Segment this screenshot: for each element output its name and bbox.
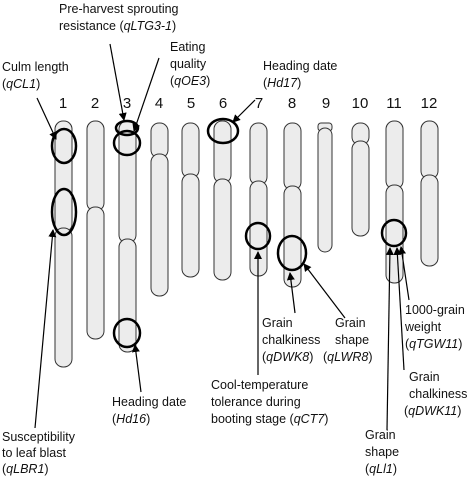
qlwr8-arrow [303,263,346,319]
ql11-arrow [385,247,394,431]
chromosome-number-3: 3 [123,95,131,112]
svg-text:Eating: Eating [170,40,205,54]
svg-text:Grain: Grain [335,316,366,330]
chromosome-number-9: 9 [322,95,330,112]
chromosome-number-8: 8 [288,95,296,112]
label-grain-chalkiness-8: Grain chalkiness (qDWK8) [262,316,320,364]
svg-text:Susceptibility: Susceptibility [2,430,76,444]
svg-text:booting stage (qCT7): booting stage (qCT7) [211,412,328,426]
qdwk8-arrow [286,272,296,314]
label-grain-shape-8: Grain shape (qLWR8) [323,316,373,364]
svg-text:shape: shape [335,333,369,347]
svg-text:Heading date: Heading date [112,395,186,409]
chromosome-5 [181,122,200,278]
qoe3-locus-oval [112,129,142,157]
label-heading-date-hd16: Heading date (Hd16) [112,395,186,426]
label-cool-temperature: Cool-temperature tolerance during bootin… [211,378,328,426]
svg-text:(qDWK11): (qDWK11) [404,404,461,418]
svg-text:shape: shape [365,445,399,459]
qdwk11-arrow [393,247,405,371]
chromosome-11 [385,120,404,284]
chromosome-number-1: 1 [59,95,67,112]
svg-text:(Hd16): (Hd16) [112,412,150,426]
chromosome-12 [420,120,439,267]
chromosome-number-7: 7 [255,95,263,112]
chromosome-4 [150,122,169,297]
label-leaf-blast: Susceptibility to leaf blast (qLBR1) [2,430,76,476]
annotation-arrows [34,43,410,431]
qltg3-1-arrow [109,43,127,121]
label-pre-harvest-sprouting: Pre-harvest sprouting resistance (qLTG3-… [59,2,179,33]
chromosome-number-2: 2 [91,95,99,112]
svg-text:chalkiness: chalkiness [262,333,320,347]
svg-text:(Hd17): (Hd17) [263,76,301,90]
svg-text:(qTGW11): (qTGW11) [405,337,462,351]
svg-text:(qLWR8): (qLWR8) [323,350,373,364]
qct7-locus-oval [244,221,272,251]
chromosome-2 [86,120,105,340]
label-grain-shape-11: Grain shape (qLl1) [365,428,399,476]
label-grain-chalkiness-11: Grain chalkiness (qDWK11) [404,370,467,418]
chromosome-8 [283,122,302,288]
chromosome-number-10: 10 [352,95,369,112]
chromosome-10 [351,122,370,237]
chromosome-number-11: 11 [386,95,402,112]
svg-text:Cool-temperature: Cool-temperature [211,378,308,392]
label-eating-quality: Eating quality (qOE3) [170,40,210,88]
svg-text:(qLl1): (qLl1) [365,462,397,476]
chromosome-number-5: 5 [187,95,195,112]
svg-text:(qOE3): (qOE3) [170,74,210,88]
svg-text:chalkiness: chalkiness [409,387,467,401]
svg-text:Grain: Grain [409,370,440,384]
svg-text:Culm length: Culm length [2,60,69,74]
chromosome-1 [54,120,73,368]
svg-text:(qLBR1): (qLBR1) [2,462,49,476]
qlbr1-arrow [34,229,57,429]
chr11-locus-oval [380,218,408,248]
svg-text:tolerance during: tolerance during [211,395,301,409]
chromosome-3 [118,120,137,353]
chromosome-number-4: 4 [155,95,163,112]
label-1000-grain-weight: 1000-grain weight (qTGW11) [404,303,465,351]
chromosome-9 [317,122,333,253]
hd17-locus-oval [206,117,240,145]
svg-text:Heading date: Heading date [263,59,337,73]
chromosome-6 [213,120,232,281]
svg-text:Grain: Grain [262,316,293,330]
svg-text:1000-grain: 1000-grain [405,303,465,317]
chromosome-number-row: 1 2 3 4 5 6 7 8 9 10 11 12 [59,95,438,112]
svg-text:to leaf blast: to leaf blast [2,446,66,460]
qlbr1-locus-oval [50,187,78,237]
qcl1-locus-oval [50,127,78,165]
qcl1-arrow [36,97,57,140]
hd16-arrow [131,344,142,393]
qoe3-arrow [132,57,160,132]
qdwk8-qlwr8-locus-oval [276,234,308,272]
qtgw11-arrow [398,246,410,301]
svg-text:quality: quality [170,57,207,71]
hd17-arrow [232,99,256,123]
label-culm-length: Culm length (qCL1) [2,60,69,91]
label-heading-date-hd17: Heading date (Hd17) [263,59,337,90]
svg-text:weight: weight [404,320,442,334]
svg-text:(qDWK8): (qDWK8) [262,350,313,364]
hd16-locus-oval [112,317,142,349]
svg-text:Grain: Grain [365,428,396,442]
svg-text:(qCL1): (qCL1) [2,77,40,91]
chromosome-number-6: 6 [219,95,227,112]
svg-text:resistance (qLTG3-1): resistance (qLTG3-1) [59,19,176,33]
svg-text:Pre-harvest sprouting: Pre-harvest sprouting [59,2,179,16]
chromosome-number-12: 12 [421,95,438,112]
